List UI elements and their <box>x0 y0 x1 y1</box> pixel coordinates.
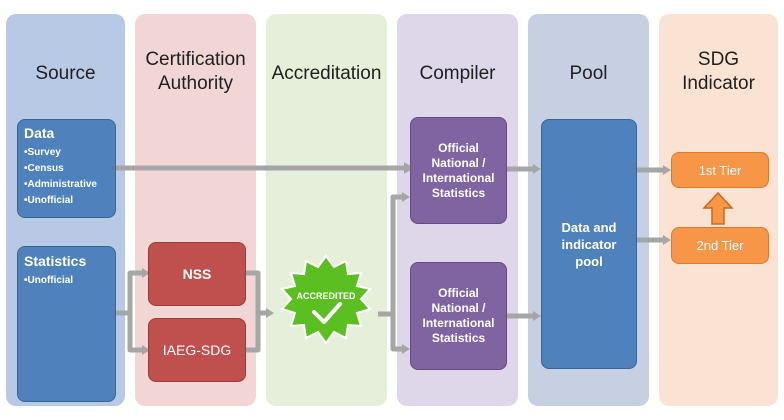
data-box-list: Survey Census Administrative Unofficial <box>24 145 109 209</box>
column-title-source: Source <box>35 63 96 84</box>
statistics-box-list: Unofficial <box>24 273 109 289</box>
arrowhead-tier2 <box>663 235 671 245</box>
arrowhead-nss <box>142 268 150 278</box>
connector-split-to-iaeg <box>127 313 142 353</box>
statistics-box-title: Statistics <box>24 253 87 269</box>
connector-nss-to-merge <box>246 270 261 313</box>
arrowhead-tier1 <box>663 165 671 175</box>
arrowhead-pool-bottom <box>533 311 541 321</box>
statistics-item-unofficial: Unofficial <box>24 273 109 289</box>
pool-label: Data and indicator pool <box>561 219 617 269</box>
up-arrow-icon <box>702 191 734 225</box>
nss-box: NSS <box>148 242 246 306</box>
tier-1-box: 1st Tier <box>671 152 769 188</box>
data-item-administrative: Administrative <box>24 177 109 193</box>
statistics-source-box: Statistics Unofficial <box>17 246 116 402</box>
compiler-bottom-label: Official National / International Statis… <box>422 286 495 345</box>
data-indicator-pool-box: Data and indicator pool <box>541 119 637 369</box>
connector-split-to-nss <box>127 270 142 313</box>
tier-2-box: 2nd Tier <box>671 227 769 264</box>
data-item-unofficial: Unofficial <box>24 193 109 209</box>
arrowhead-pool-top <box>533 164 541 174</box>
iaeg-sdg-label: IAEG-SDG <box>162 342 232 358</box>
iaeg-sdg-box: IAEG-SDG <box>148 318 246 382</box>
tier-2-label: 2nd Tier <box>696 238 744 253</box>
data-item-census: Census <box>24 161 109 177</box>
arrowhead-data <box>404 162 414 174</box>
connector-iaeg-to-merge <box>246 313 261 353</box>
connector-badge-to-compiler-bottom <box>390 314 404 352</box>
column-title-sdg-indicator: SDG Indicator <box>682 49 755 94</box>
column-title-accreditation: Accreditation <box>271 63 382 84</box>
compiler-bottom-box: Official National / International Statis… <box>410 262 507 370</box>
compiler-top-box: Official National / International Statis… <box>410 117 507 224</box>
data-source-box: Data Survey Census Administrative Unoffi… <box>17 119 116 218</box>
data-item-survey: Survey <box>24 145 109 161</box>
data-box-title: Data <box>24 125 55 141</box>
connector-badge-to-compiler-top <box>390 194 404 314</box>
arrowhead-compiler-bottom <box>402 344 410 354</box>
arrowhead-compiler-top <box>402 192 410 202</box>
compiler-top-label: Official National / International Statis… <box>422 140 495 200</box>
arrowhead-iaeg <box>142 345 150 355</box>
column-title-compiler: Compiler <box>419 63 496 84</box>
tier-1-label: 1st Tier <box>698 162 742 178</box>
column-title-pool: Pool <box>569 63 608 84</box>
arrowhead-badge <box>266 308 274 318</box>
nss-label: NSS <box>182 266 212 282</box>
column-title-certification-authority: Certification Authority <box>145 49 246 94</box>
